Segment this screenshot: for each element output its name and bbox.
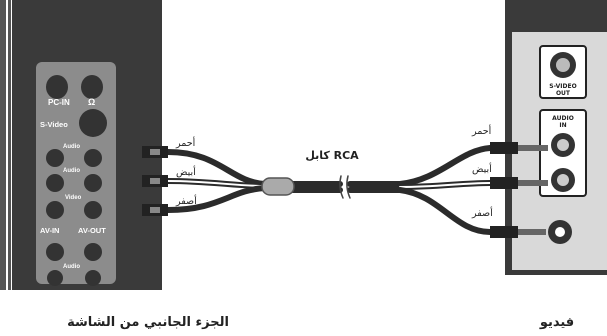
audio-in-label-2: IN — [559, 122, 566, 129]
right-label-white: أبيض — [472, 162, 492, 175]
audio-label-3: Audio — [63, 264, 80, 270]
av-in-video-port — [46, 201, 64, 219]
audio-label-1: Audio — [63, 144, 80, 150]
left-label-white: أبيض — [176, 165, 196, 178]
pc-in-port — [46, 75, 68, 99]
right-plug-white — [490, 177, 518, 189]
av-out-audio-r-port — [84, 149, 102, 167]
pc-in-label: PC-IN — [48, 98, 70, 107]
monitor-side-panel: PC-IN Ω S-Video Audio Audio Video AV-IN … — [0, 0, 162, 290]
ferrite-core — [261, 177, 295, 196]
s-video-port — [79, 109, 107, 137]
av-in-audio-l-port — [46, 174, 64, 192]
av-in-audio-r-port — [46, 149, 64, 167]
audio-in-label-1: AUDIO — [552, 115, 574, 122]
right-label-red: أحمر — [471, 124, 492, 137]
s-video-out-label-1: S-VIDEO — [549, 83, 576, 90]
video-label: Video — [65, 195, 82, 201]
caption-monitor-side: الجزء الجانبي من الشاشة — [67, 315, 229, 330]
caption-video: فيديو — [539, 315, 574, 330]
audio-label-2: Audio — [63, 168, 80, 174]
left-plugs — [142, 146, 168, 216]
cable-name: كابل RCA — [305, 149, 359, 162]
av-in-label: AV-IN — [40, 226, 59, 235]
s-video-label: S-Video — [40, 120, 68, 129]
right-plug-red — [490, 142, 518, 154]
left-label-yellow: أصفر — [175, 194, 197, 207]
left-label-red: أحمر — [175, 136, 196, 149]
right-plug-yellow — [490, 226, 518, 238]
s-video-out-label-2: OUT — [556, 90, 571, 97]
av-out-video-port — [84, 201, 102, 219]
rca-cable — [165, 145, 493, 235]
right-label-yellow: أصفر — [471, 206, 493, 219]
av-out-label: AV-OUT — [78, 226, 106, 235]
right-plugs — [490, 142, 548, 238]
headphone-port — [81, 75, 103, 99]
headphone-icon: Ω — [88, 97, 95, 107]
av-out-audio-l-port — [84, 174, 102, 192]
